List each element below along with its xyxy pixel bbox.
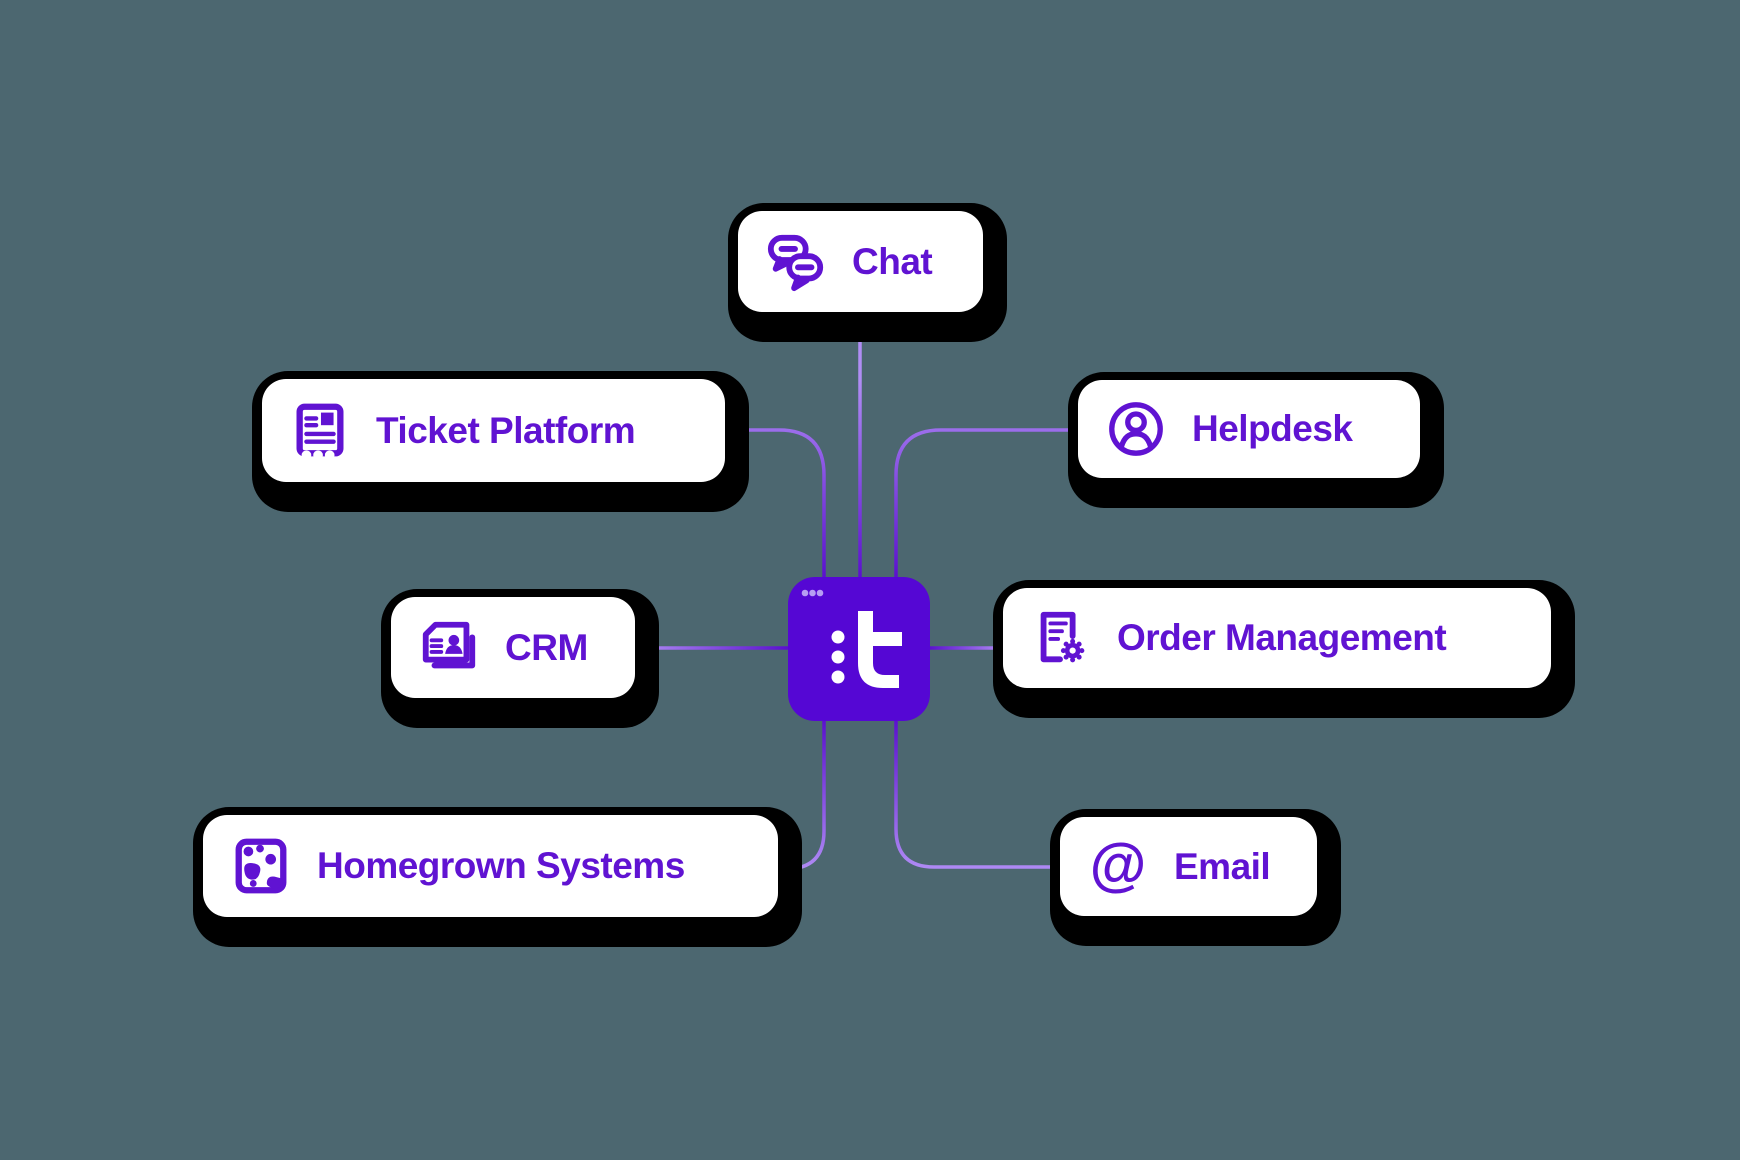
connector-email (894, 717, 1064, 869)
logo-dot (831, 630, 845, 644)
node-label: Email (1174, 845, 1271, 887)
node-chat: Chat (728, 203, 1007, 342)
logo-dot (831, 670, 845, 684)
node-order-management: Order Management (993, 580, 1575, 718)
user-circle-icon (1104, 397, 1168, 461)
node-homegrown-systems: Homegrown Systems (193, 807, 802, 947)
logo-dot (831, 650, 845, 664)
node-label: Ticket Platform (376, 409, 636, 451)
connector-helpdesk (894, 428, 1078, 579)
node-label: Homegrown Systems (317, 845, 685, 886)
node-label: CRM (505, 626, 588, 668)
card-crm: CRM (391, 597, 635, 698)
node-crm: CRM (381, 589, 659, 728)
card-homegrown-systems: Homegrown Systems (203, 815, 778, 917)
homegrown-blob-icon (229, 834, 293, 898)
node-label: Order Management (1117, 617, 1447, 658)
node-ticket-platform: Ticket Platform (252, 371, 749, 512)
card-chat: Chat (738, 211, 983, 312)
window-dot (801, 589, 809, 597)
card-order-management: Order Management (1003, 588, 1551, 688)
node-email: @ Email (1050, 809, 1341, 946)
node-label: Helpdesk (1192, 408, 1353, 449)
node-helpdesk: Helpdesk (1068, 372, 1444, 508)
card-ticket-platform: Ticket Platform (262, 379, 725, 482)
talkdesk-logo-icon (801, 589, 902, 688)
chat-bubbles-icon (764, 230, 828, 294)
receipt-icon (288, 399, 352, 463)
window-dot (809, 589, 816, 597)
card-email: @ Email (1060, 817, 1317, 916)
at-glyph: @ (1089, 831, 1147, 897)
at-sign-icon: @ (1086, 835, 1150, 899)
node-label: Chat (852, 240, 933, 282)
contact-card-icon (417, 616, 481, 680)
document-gear-icon (1029, 606, 1093, 670)
window-dot (816, 589, 824, 597)
card-helpdesk: Helpdesk (1078, 380, 1420, 478)
talkdesk-hub (788, 577, 930, 721)
connector-ticket-platform (725, 428, 826, 579)
logo-letter-t (858, 611, 902, 688)
